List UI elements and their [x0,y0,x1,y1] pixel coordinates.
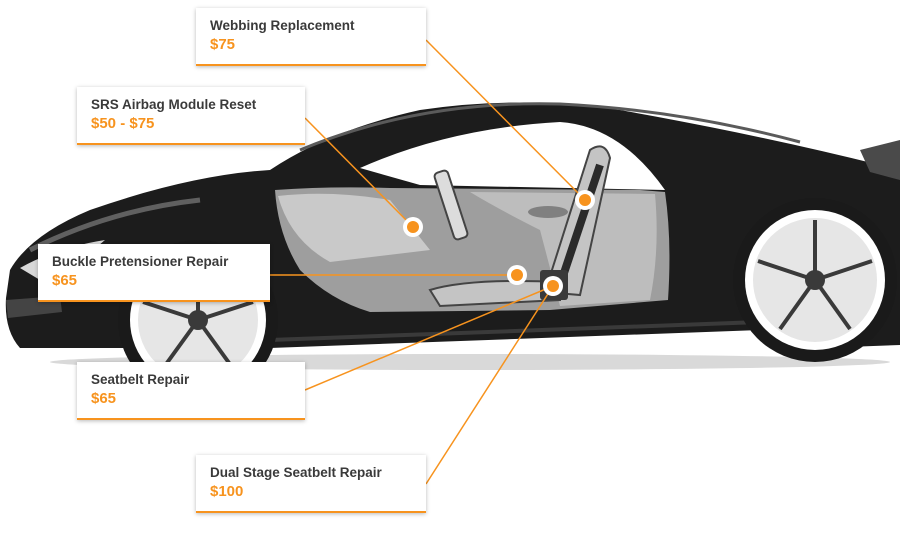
hotspot-srs[interactable] [403,217,423,237]
service-name: Buckle Pretensioner Repair [52,254,229,269]
callout-webbing-replacement[interactable]: Webbing Replacement $75 [196,8,426,66]
leader-line-webbing [425,39,586,201]
leader-line-srs [304,117,414,228]
body-highlight [299,102,801,152]
leader-line-seatbelt [304,285,554,391]
service-name: Dual Stage Seatbelt Repair [210,465,382,480]
seatbelt-webbing [556,163,604,287]
dashboard [278,193,430,262]
callout-dual-stage-seatbelt-repair[interactable]: Dual Stage Seatbelt Repair $100 [196,455,426,513]
service-price: $65 [52,272,78,289]
service-price: $75 [210,36,236,53]
hotspot-seatbelt[interactable] [543,276,563,296]
steering-wheel [433,169,469,241]
rear-wheel [733,198,897,362]
door-speaker [528,206,568,218]
service-price: $100 [210,483,244,500]
hotspot-buckle[interactable] [507,265,527,285]
callout-srs-airbag-module-reset[interactable]: SRS Airbag Module Reset $50 - $75 [77,87,305,145]
service-name: Webbing Replacement [210,18,355,33]
service-price: $50 - $75 [91,115,155,132]
service-name: Seatbelt Repair [91,372,190,387]
rear-spoiler [860,140,900,180]
service-price: $65 [91,390,117,407]
service-name: SRS Airbag Module Reset [91,97,257,112]
callout-seatbelt-repair[interactable]: Seatbelt Repair $65 [77,362,305,420]
hotspot-webbing[interactable] [575,190,595,210]
side-skirt [269,320,761,342]
hood-highlight [28,197,201,253]
leader-line-dual [425,285,554,485]
callout-buckle-pretensioner-repair[interactable]: Buckle Pretensioner Repair $65 [38,244,270,302]
